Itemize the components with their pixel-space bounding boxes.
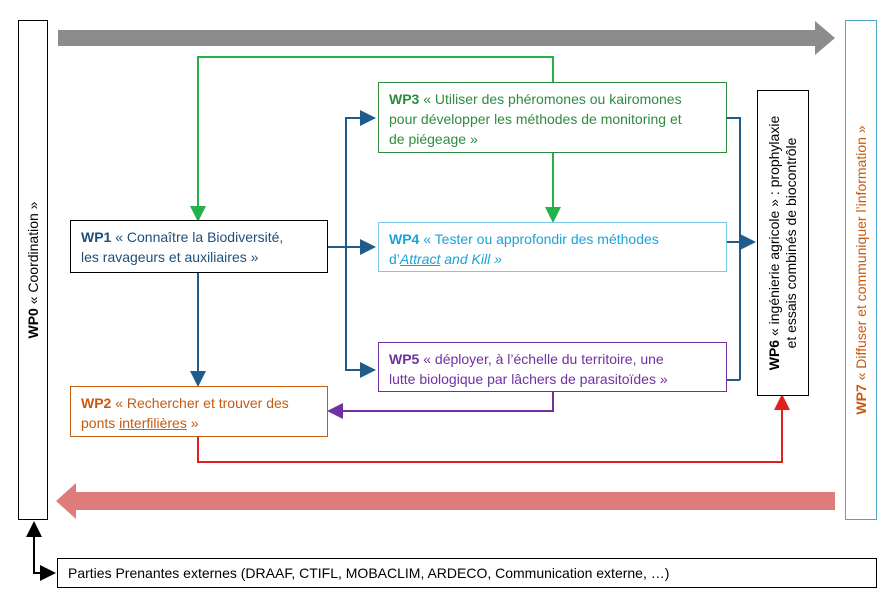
link-wp5-to-wp2 <box>327 392 554 419</box>
link-wp1-to-wp5 <box>345 247 376 378</box>
wp4-box: WP4 « Tester ou approfondir des méthodes… <box>378 222 727 272</box>
wp7-label: WP7 « Diffuser et communiquer l’informat… <box>853 125 869 415</box>
wp4-line2: d’Attract and Kill » <box>389 251 502 267</box>
wp5-line1: WP5 « déployer, à l’échelle du territoir… <box>389 351 664 367</box>
wp5-line2: lutte biologique par lâchers de parasito… <box>389 371 668 387</box>
wp5-box: WP5 « déployer, à l’échelle du territoir… <box>378 342 727 392</box>
wp6-line2: et essais combinés de biocontrôle <box>783 137 799 349</box>
wp1-line1: WP1 « Connaître la Biodiversité, <box>81 229 284 245</box>
wp3-box: WP3 « Utiliser des phéromones ou kairomo… <box>378 82 727 153</box>
link-wp1-to-wp3 <box>345 110 376 247</box>
wp0-label: WP0 « Coordination » <box>25 201 41 339</box>
wp2-box: WP2 « Rechercher et trouver des ponts in… <box>70 386 328 437</box>
wp2-line2: ponts interfilières » <box>81 415 199 431</box>
stakeholders-box: Parties Prenantes externes (DRAAF, CTIFL… <box>57 558 877 588</box>
link-wp0-to-stakeholders <box>33 525 56 581</box>
wp6-line1: WP6 « ingénierie agricole » : prophylaxi… <box>766 115 782 371</box>
stakeholders-label: Parties Prenantes externes (DRAAF, CTIFL… <box>68 565 670 581</box>
link-wp3-to-wp1 <box>190 56 554 222</box>
wp3-line2: pour développer les méthodes de monitori… <box>389 111 682 127</box>
top-flow-arrow <box>58 21 835 55</box>
wp4-line1: WP4 « Tester ou approfondir des méthodes <box>389 231 659 247</box>
wp1-box: WP1 « Connaître la Biodiversité, les rav… <box>70 220 328 273</box>
wp3-line1: WP3 « Utiliser des phéromones ou kairomo… <box>389 91 682 107</box>
link-wp3-to-wp6 <box>727 117 741 380</box>
wp0-box: WP0 « Coordination » <box>18 20 48 520</box>
wp6-box: WP6 « ingénierie agricole » : prophylaxi… <box>757 90 809 396</box>
link-wp2-to-wp6 <box>197 394 790 463</box>
bottom-flow-arrow <box>56 483 835 519</box>
wp2-line1: WP2 « Rechercher et trouver des <box>81 395 289 411</box>
wp7-box: WP7 « Diffuser et communiquer l’informat… <box>845 20 877 520</box>
wp1-line2: les ravageurs et auxiliaires » <box>81 249 259 265</box>
wp3-line3: de piégeage » <box>389 131 478 147</box>
wp6-label: WP6 « ingénierie agricole » : prophylaxi… <box>766 90 800 396</box>
